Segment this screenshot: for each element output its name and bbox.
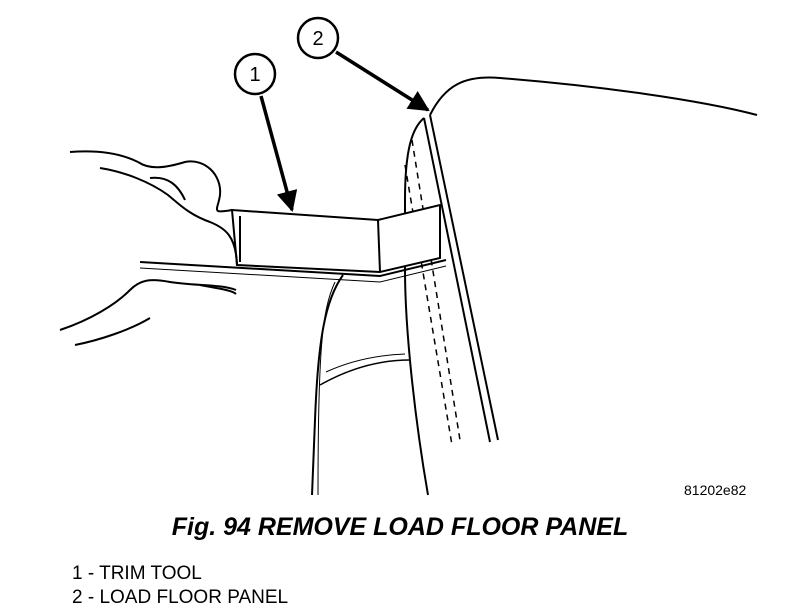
callout-2: 2 xyxy=(296,16,430,112)
legend-item: 2 - LOAD FLOOR PANEL xyxy=(72,587,289,608)
trim-tool xyxy=(139,203,447,283)
load-floor-panel xyxy=(311,76,758,496)
illustration: 1 2 xyxy=(59,16,758,496)
callout-1: 1 xyxy=(233,52,298,213)
callout-1-number: 1 xyxy=(249,64,260,86)
legend: 1 - TRIM TOOL 2 - LOAD FLOOR PANEL xyxy=(72,562,288,610)
callout-2-number: 2 xyxy=(312,28,323,50)
figure-ref-code: 81202e82 xyxy=(684,482,747,498)
hand xyxy=(59,150,238,346)
figure-caption: Fig. 94 REMOVE LOAD FLOOR PANEL xyxy=(171,513,629,541)
legend-item: 1 - TRIM TOOL xyxy=(72,563,202,584)
